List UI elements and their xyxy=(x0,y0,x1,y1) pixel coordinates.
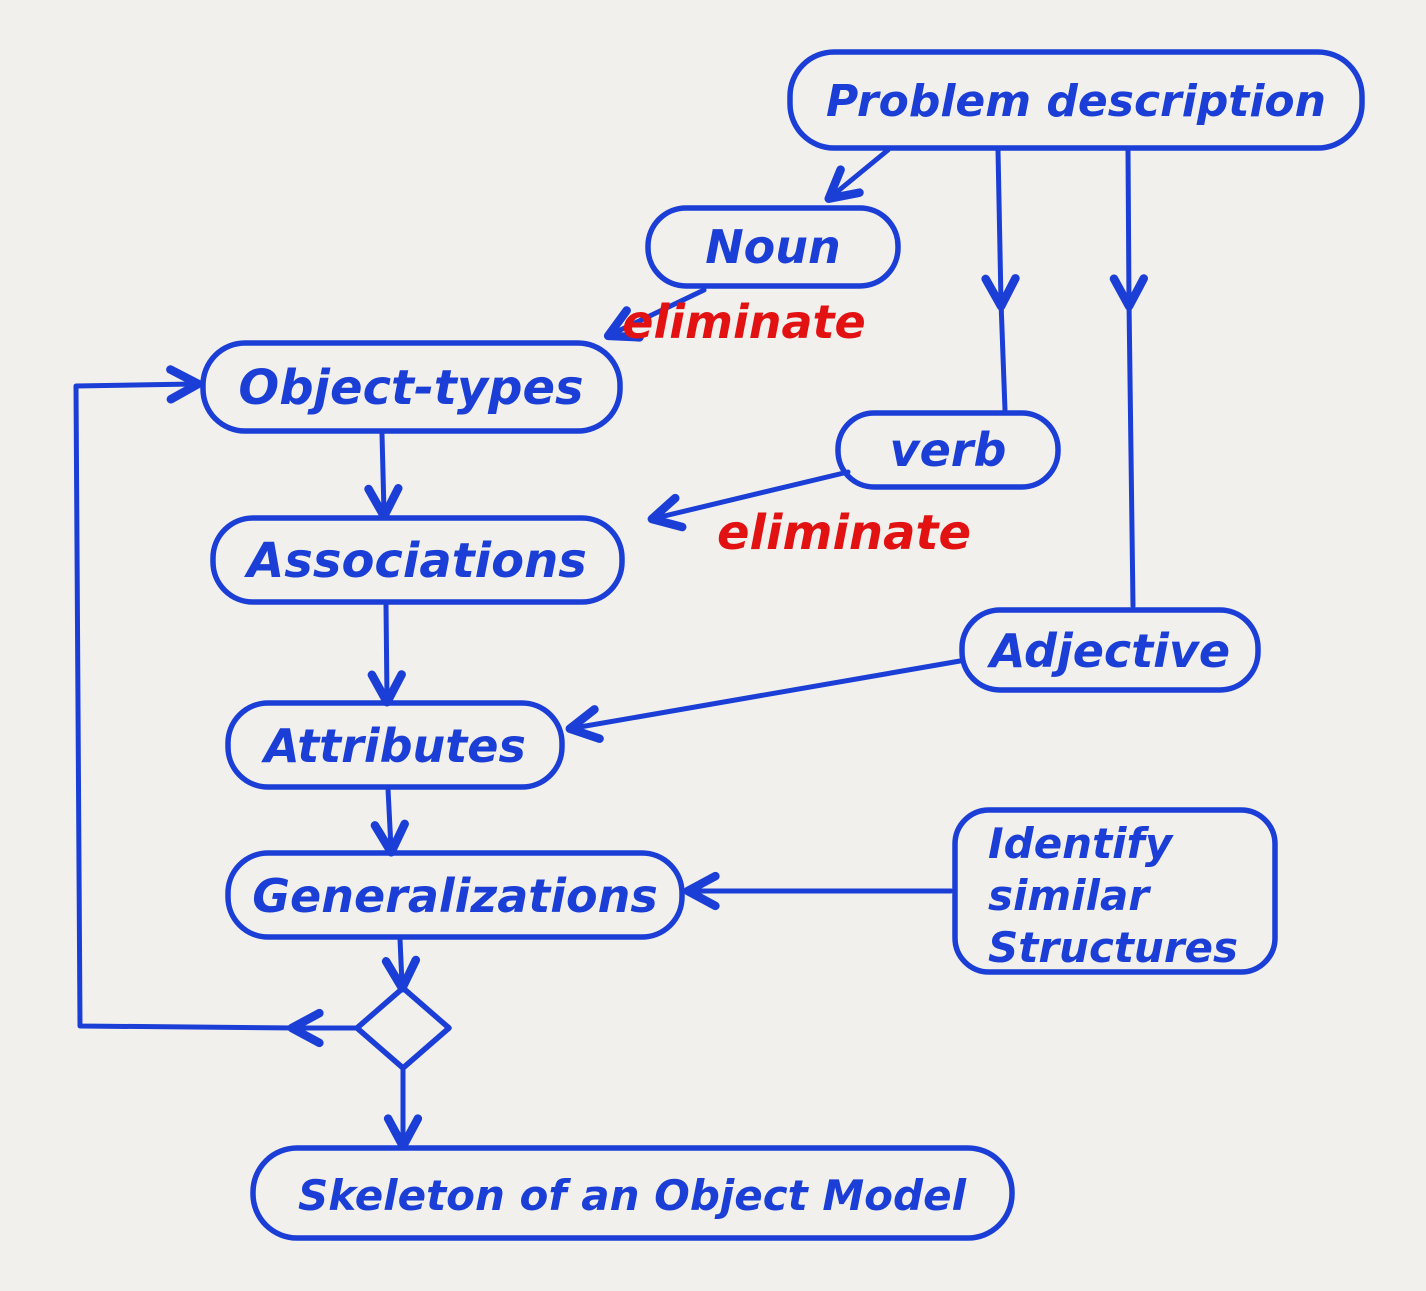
node-skeleton-shape xyxy=(250,1145,1015,1241)
node-object-types-shape xyxy=(200,340,623,434)
edge-problem-to-verb-tail xyxy=(998,299,1008,413)
edge-problem-to-noun xyxy=(824,147,891,203)
node-noun-label: Noun xyxy=(705,220,841,274)
edge-attributes-to-generalizations xyxy=(370,786,409,857)
edge-object-types-to-associations xyxy=(364,431,403,521)
node-object-types-label: Object-types xyxy=(238,360,583,416)
node-generalizations-shape xyxy=(225,850,685,940)
node-associations-label: Associations xyxy=(243,533,587,589)
node-problem-description: Problem description xyxy=(787,49,1365,151)
node-skeleton-label: Skeleton of an Object Model xyxy=(298,1171,967,1220)
node-skeleton: Skeleton of an Object Model xyxy=(250,1145,1015,1241)
node-decision-diamond xyxy=(354,985,452,1071)
node-attributes-label: Attributes xyxy=(261,719,526,773)
edge-label-eliminate-noun: eliminate xyxy=(622,295,865,349)
node-adjective-shape xyxy=(959,607,1261,693)
node-attributes: Attributes xyxy=(225,700,565,790)
node-associations: Associations xyxy=(210,515,625,605)
node-identify-line-1: Identify xyxy=(988,819,1174,868)
node-identify-similar-structures-shape xyxy=(952,807,1278,975)
node-identify-line-2: similar xyxy=(988,871,1151,920)
node-adjective-label: Adjective xyxy=(987,624,1230,678)
edge-generalizations-to-decision xyxy=(381,936,421,993)
node-decision-diamond-shape xyxy=(354,985,452,1071)
node-verb: verb xyxy=(835,410,1061,490)
node-adjective: Adjective xyxy=(959,607,1261,693)
edge-verb-to-associations xyxy=(647,469,851,532)
node-verb-shape xyxy=(835,410,1061,490)
edge-noun-to-object-types xyxy=(603,287,707,342)
edge-label-eliminate-verb: eliminate xyxy=(717,505,971,561)
node-problem-description-label: Problem description xyxy=(826,76,1326,127)
edge-problem-to-verb-arrow xyxy=(981,147,1020,311)
node-verb-label: verb xyxy=(890,423,1007,477)
node-generalizations-label: Generalizations xyxy=(252,869,657,923)
edge-problem-to-adjective-tail xyxy=(1126,299,1136,609)
node-generalizations: Generalizations xyxy=(225,850,685,940)
edge-associations-to-attributes xyxy=(367,601,406,707)
node-object-types: Object-types xyxy=(200,340,623,434)
node-identify-similar-structures: Identify similar Structures xyxy=(952,807,1278,975)
node-associations-shape xyxy=(210,515,625,605)
node-noun: Noun xyxy=(645,205,901,289)
node-identify-line-3: Structures xyxy=(988,923,1238,972)
edge-problem-to-adjective-arrow xyxy=(1109,147,1148,311)
node-problem-description-shape xyxy=(787,49,1365,151)
edges xyxy=(73,147,1148,1151)
node-noun-shape xyxy=(645,205,901,289)
edge-adjective-to-attributes xyxy=(565,658,963,743)
edge-decision-loop-path xyxy=(73,365,299,1031)
node-attributes-shape xyxy=(225,700,565,790)
